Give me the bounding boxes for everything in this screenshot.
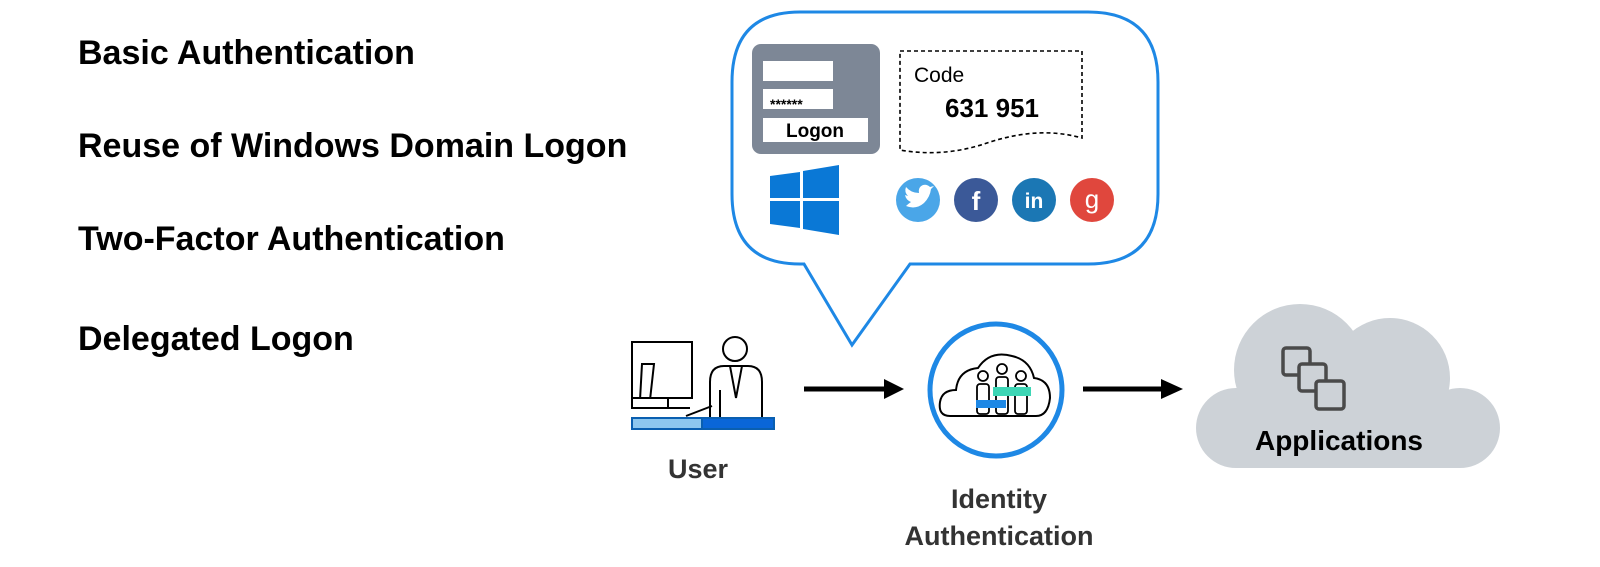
identity-label-line1: Identity bbox=[951, 484, 1047, 514]
svg-text:in: in bbox=[1025, 190, 1044, 213]
applications-windows-icon bbox=[1281, 346, 1346, 411]
logon-button-label: Logon bbox=[786, 121, 844, 142]
method-windows-domain-logon: Reuse of Windows Domain Logon bbox=[78, 127, 628, 165]
method-delegated-logon: Delegated Logon bbox=[78, 320, 354, 358]
linkedin-icon: in bbox=[1012, 178, 1056, 222]
identity-authentication-icon bbox=[927, 321, 1065, 459]
svg-text:g: g bbox=[1085, 184, 1099, 214]
svg-text:f: f bbox=[972, 186, 981, 216]
password-field bbox=[763, 89, 833, 109]
method-two-factor-authentication: Two-Factor Authentication bbox=[78, 220, 505, 258]
code-card: Code 631 951 bbox=[899, 50, 1083, 154]
arrow-identity-to-applications bbox=[1083, 379, 1183, 399]
code-value: 631 951 bbox=[945, 93, 1039, 123]
social-login-icons: f in g bbox=[896, 178, 1114, 222]
user-workstation-icon bbox=[631, 336, 775, 430]
facebook-icon: f bbox=[954, 178, 998, 222]
logon-button bbox=[763, 118, 868, 142]
username-field bbox=[763, 61, 833, 81]
identity-label-line2: Authentication bbox=[905, 521, 1094, 551]
code-label: Code bbox=[914, 64, 964, 87]
applications-label: Applications bbox=[1255, 425, 1423, 456]
method-basic-authentication: Basic Authentication bbox=[78, 34, 415, 72]
windows-icon bbox=[770, 165, 839, 235]
password-mask: ****** bbox=[770, 96, 803, 112]
login-form: ****** Logon bbox=[752, 44, 880, 154]
google-icon: g bbox=[1070, 178, 1114, 222]
user-label: User bbox=[668, 454, 729, 484]
arrow-user-to-identity bbox=[804, 379, 904, 399]
twitter-icon bbox=[896, 178, 940, 222]
